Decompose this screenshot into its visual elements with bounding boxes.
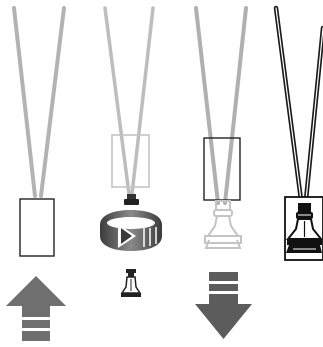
- lanyard-strap: [103, 6, 155, 196]
- lanyard-strap-black: [273, 5, 323, 203]
- clip-icon: [124, 194, 139, 205]
- badge-card: [19, 198, 55, 257]
- holder-icon: [285, 203, 323, 253]
- panel-2: [100, 6, 162, 297]
- badge-card: [203, 137, 241, 201]
- rotate-arrow-icon: [100, 210, 162, 251]
- holder-icon: [120, 269, 142, 297]
- down-arrow-icon: [195, 272, 252, 339]
- lanyard-strap: [12, 6, 66, 198]
- ghost-holder-icon: [204, 200, 242, 249]
- lanyard-strap: [194, 6, 248, 205]
- panel-3: [194, 6, 252, 339]
- panel-1: [6, 6, 66, 341]
- up-arrow-icon: [6, 276, 66, 341]
- panel-4: [273, 5, 323, 261]
- ghost-badge-card: [111, 134, 150, 188]
